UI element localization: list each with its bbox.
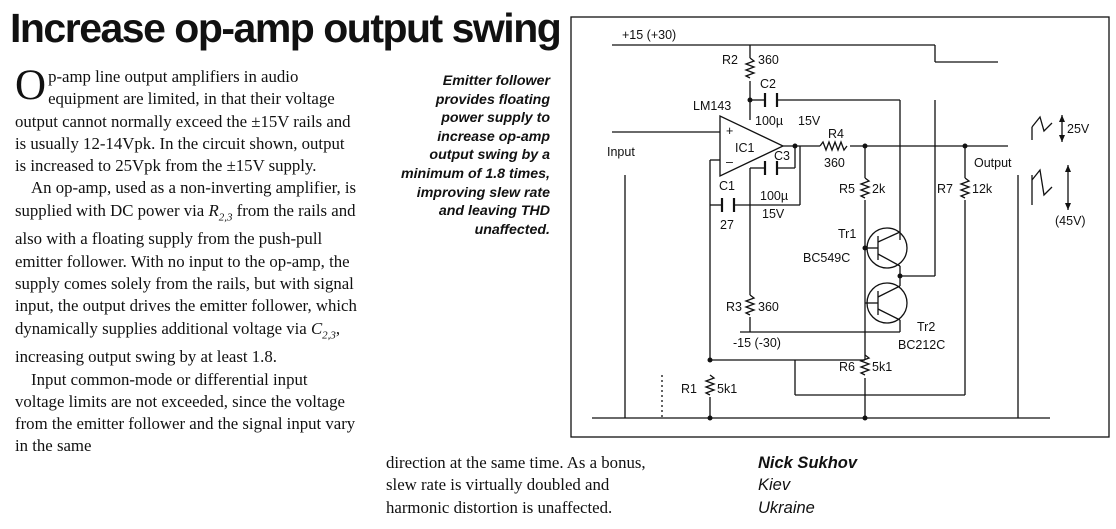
continuation-line: harmonic distortion is unaffected.	[386, 497, 613, 517]
label-swing-45v: (45V)	[1055, 214, 1086, 228]
resistor-r5	[859, 177, 871, 199]
author-country: Ukraine	[758, 498, 815, 517]
caption-line: and leaving THD	[438, 203, 550, 220]
arrow-up-icon	[1065, 165, 1071, 172]
label-r2-value: 360	[758, 53, 779, 67]
tr2-collector	[877, 308, 901, 321]
label-r5: R5	[839, 182, 855, 196]
paragraph-text-run: 2,3	[218, 211, 233, 224]
paragraph-text-run: R	[208, 200, 219, 220]
label-r7-value: 12k	[972, 182, 993, 196]
label-plus: +	[726, 124, 733, 138]
waveform-45v-icon	[1031, 168, 1053, 197]
label-r6-value: 5k1	[872, 360, 892, 374]
paragraph-1-text: p-amp line output amplifiers in audio eq…	[15, 67, 351, 175]
label-tr1: Tr1	[838, 227, 856, 241]
resistor-r3	[744, 294, 756, 316]
junction-dot	[862, 143, 868, 149]
paragraph-text-run: p-amp line output amplifiers in audio eq…	[15, 67, 351, 176]
schematic-frame	[570, 16, 1110, 438]
waveform-25v-icon	[1031, 115, 1053, 133]
paragraph-text-run: , increasing output swing by at least 1.…	[15, 318, 341, 367]
tr2-emitter	[877, 285, 901, 298]
resistor-r6	[859, 354, 871, 376]
drop-cap: O	[15, 62, 47, 109]
caption-line: minimum of 1.8 times,	[400, 165, 550, 182]
label-c1: C1	[719, 179, 735, 193]
caption-line: output swing by a	[429, 147, 550, 164]
junction-dot	[962, 143, 968, 149]
label-ic-name: LM143	[693, 99, 731, 113]
tr1-collector	[877, 231, 901, 243]
article-continuation: direction at the same time. As a bonus, …	[386, 452, 726, 519]
label-r3: R3	[726, 300, 742, 314]
continuation-line: slew rate is virtually doubled and	[386, 475, 610, 495]
label-c3: C3	[774, 149, 790, 163]
label-c3-voltage: 15V	[762, 207, 785, 221]
caption-line: provides floating	[435, 91, 550, 108]
label-swing-25v: 25V	[1067, 122, 1090, 136]
paragraph-text-run: 2,3	[322, 328, 336, 341]
caption-line: unaffected.	[474, 221, 550, 238]
junction-dot	[862, 415, 868, 421]
label-r4-value: 360	[824, 156, 845, 170]
junction-dot	[862, 245, 868, 251]
caption-line: power supply to	[441, 110, 550, 127]
paragraph-text-run: from the rails and also with a floating …	[15, 200, 357, 338]
paragraph-text-run: C	[310, 318, 323, 338]
article-title: Increase op-amp output swing	[10, 5, 562, 51]
author-byline: Nick Sukhov Kiev Ukraine	[758, 452, 857, 519]
label-r6: R6	[839, 360, 855, 374]
paragraph-3: Input common-mode or differential input …	[15, 369, 359, 458]
junction-dot	[747, 97, 753, 103]
label-r7: R7	[937, 182, 953, 196]
resistor-r4	[819, 140, 848, 152]
opamp-ic1	[719, 114, 785, 178]
arrow-down-icon	[1065, 203, 1071, 210]
resistor-r2	[744, 57, 756, 79]
label-r5-value: 2k	[872, 182, 886, 196]
arrow-down-icon	[1059, 135, 1065, 142]
paragraph-2: An op-amp, used as a non-inverting ampli…	[15, 177, 359, 368]
label-output: Output	[974, 156, 1012, 170]
label-positive-rail: +15 (+30)	[622, 28, 676, 42]
label-r2: R2	[722, 53, 738, 67]
junction-dot	[707, 415, 713, 421]
caption-line: Emitter follower	[442, 73, 550, 89]
label-c2-voltage: 15V	[798, 114, 821, 128]
label-tr1-type: BC549C	[803, 251, 850, 265]
paragraph-text-run: Input common-mode or differential input …	[15, 369, 356, 456]
label-c2-value: 100µ	[755, 114, 783, 128]
resistor-r7	[959, 177, 971, 199]
figure-caption: Emitter follower provides floating power…	[370, 72, 550, 239]
arrow-up-icon	[1059, 115, 1065, 122]
caption-line: improving slew rate	[416, 184, 550, 201]
label-minus: –	[726, 155, 733, 169]
continuation-line: direction at the same time. As a bonus,	[386, 453, 646, 472]
junction-dot	[897, 273, 903, 279]
label-c1-value: 27	[720, 218, 734, 232]
label-r1: R1	[681, 382, 697, 396]
label-c3-value: 100µ	[760, 189, 788, 203]
author-name: Nick Sukhov	[758, 454, 858, 472]
label-r3-value: 360	[758, 300, 779, 314]
caption-line: increase op-amp	[437, 128, 550, 145]
label-c2: C2	[760, 77, 776, 91]
label-negative-rail: -15 (-30)	[733, 336, 781, 350]
label-r4: R4	[828, 127, 844, 141]
label-tr2-type: BC212C	[898, 338, 945, 352]
tr1-emitter	[877, 253, 901, 267]
resistor-r1	[704, 374, 716, 396]
label-ic-ref: IC1	[735, 141, 755, 155]
label-r1-value: 5k1	[717, 382, 737, 396]
paragraph-text-run: An op-amp, used as a non-inverting ampli…	[15, 178, 357, 220]
author-city: Kiev	[758, 476, 791, 495]
junction-dot	[792, 143, 798, 149]
label-tr2: Tr2	[917, 320, 935, 334]
junction-dot	[707, 357, 713, 363]
label-input: Input	[607, 145, 635, 159]
